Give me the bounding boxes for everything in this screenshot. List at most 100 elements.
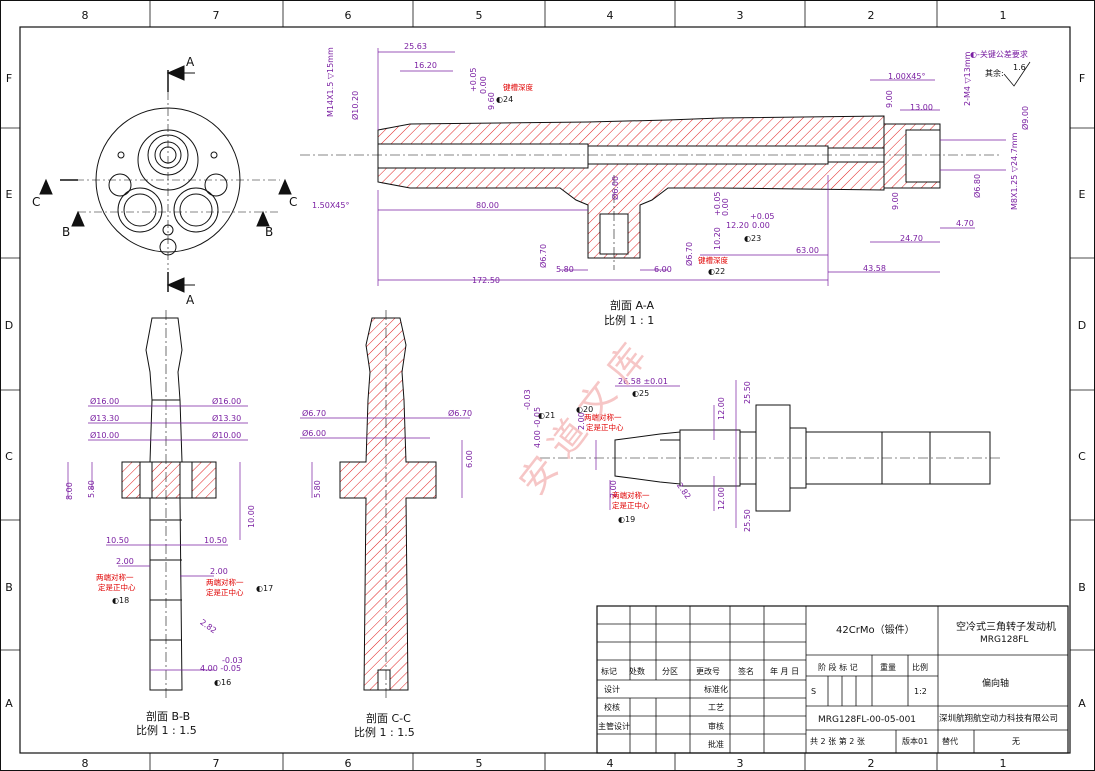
section-aa-shaft xyxy=(300,115,1000,270)
weight-label: 重量 xyxy=(880,662,896,672)
zone-top-3: 3 xyxy=(737,9,744,22)
mark-16: ◐16 xyxy=(214,678,231,687)
rev-header-zone: 分区 xyxy=(662,667,678,676)
section-bb-dims: Ø16.00 Ø16.00 Ø13.30 Ø13.30 Ø10.00 Ø10.0… xyxy=(65,396,273,687)
dim-bb-5-80: 5.80 xyxy=(87,480,96,498)
note-keyway-22: 键槽深度 xyxy=(698,255,728,265)
mark-17: ◐17 xyxy=(256,584,273,593)
note-det-a1: 两端对称一 xyxy=(584,412,622,422)
zone-left-B: B xyxy=(5,581,13,594)
zone-labels-bottom: 8 7 6 5 4 3 2 1 xyxy=(82,757,1007,770)
zone-labels-right: F E D C B A xyxy=(1078,72,1086,710)
dim-det-2-00b: 2.00 xyxy=(609,480,618,498)
process-label: 工艺 xyxy=(708,703,724,712)
note-bb-b2: 定是正中心 xyxy=(206,587,244,597)
zone-top-1: 1 xyxy=(1000,9,1007,22)
dim-chamfer-right: 1.00X45° xyxy=(888,72,925,81)
design-label: 设计 xyxy=(604,684,620,694)
dim-16-20: 16.20 xyxy=(414,61,437,70)
dim-det-12-00a: 12.00 xyxy=(717,397,726,420)
zone-left-A: A xyxy=(5,697,13,710)
section-letter-a-top: A xyxy=(186,55,195,69)
sheet-count: 共 2 张 第 2 张 xyxy=(810,736,865,746)
section-bb-shaft xyxy=(121,310,217,700)
zone-top-2: 2 xyxy=(868,9,875,22)
version: 版本01 xyxy=(902,736,928,746)
zone-right-D: D xyxy=(1078,319,1086,332)
roughness-value: 1.6 xyxy=(1013,63,1026,72)
dim-det-25-50a: 25.50 xyxy=(743,381,752,404)
zone-right-C: C xyxy=(1078,450,1086,463)
check-label: 校核 xyxy=(604,702,620,712)
dim-5-80: 5.80 xyxy=(556,265,574,274)
dim-43-58: 43.58 xyxy=(863,264,886,273)
dim-12-20: 12.20 xyxy=(726,221,749,230)
dim-cc-p600a: Ø6.00 xyxy=(302,428,326,438)
detail-view-shaft xyxy=(540,404,1000,512)
zone-left-E: E xyxy=(6,188,13,201)
zone-left-D: D xyxy=(5,319,13,332)
dim-det-26-58: 26.58 ±0.01 xyxy=(618,377,668,386)
zone-top-5: 5 xyxy=(476,9,483,22)
product-name: 空冷式三角转子发动机 xyxy=(956,620,1056,633)
dim-bb-tol-m: -0.03 xyxy=(222,656,243,665)
scale-value: 1:2 xyxy=(914,687,927,696)
section-letter-b-right: B xyxy=(265,225,273,239)
dim-cc-tol-v: 4.00 -0.05 xyxy=(533,407,542,448)
dim-bb-10-50b: 10.50 xyxy=(204,536,227,545)
note-det-b1: 两端对称一 xyxy=(612,490,650,500)
section-letter-c-left: C xyxy=(32,195,40,209)
rev-header-count: 处数 xyxy=(629,666,645,676)
dim-tol3-zero: 0.00 xyxy=(752,221,770,230)
mark-25: ◐25 xyxy=(632,389,649,398)
section-cc-shaft xyxy=(339,310,437,700)
dim-chamfer-left: 1.50X45° xyxy=(312,201,349,210)
section-cc-title: 剖面 C-C xyxy=(366,711,411,725)
dim-phi-6-70b: Ø6.70 xyxy=(684,242,694,266)
dim-10-20: 10.20 xyxy=(713,227,722,250)
mark-21: ◐21 xyxy=(538,411,555,420)
dim-4-70: 4.70 xyxy=(956,219,974,228)
dim-cc-5-80: 5.80 xyxy=(313,480,322,498)
dim-bb-p133a: Ø13.30 xyxy=(90,413,119,423)
zone-top-6: 6 xyxy=(345,9,352,22)
zone-bottom-8: 8 xyxy=(82,757,89,770)
dim-phi-9-00: Ø9.00 xyxy=(1020,106,1030,130)
company-name: 深圳航翔航空动力科技有限公司 xyxy=(939,713,1058,724)
zone-bottom-7: 7 xyxy=(213,757,220,770)
product-code: MRG128FL xyxy=(980,635,1028,645)
dim-bb-2-00b: 2.00 xyxy=(210,567,228,576)
dim-80-00: 80.00 xyxy=(476,201,499,210)
zone-right-F: F xyxy=(1079,72,1085,85)
dim-bb-8-00: 8.00 xyxy=(65,482,74,500)
dim-63-00: 63.00 xyxy=(796,246,819,255)
dim-phi-6-80: Ø6.80 xyxy=(972,174,982,198)
section-aa-dimlines xyxy=(377,48,1006,286)
dim-tol2-zero: 0.00 xyxy=(721,198,730,216)
dim-9-00b: 9.00 xyxy=(891,192,900,210)
mark-20: ◐20 xyxy=(576,405,593,414)
replace-value: 无 xyxy=(1012,737,1020,746)
rev-header-change: 更改号 xyxy=(696,666,720,676)
lead-label: 主管设计 xyxy=(598,721,630,731)
dim-phi-10-20: Ø10.20 xyxy=(350,91,360,120)
zone-bottom-3: 3 xyxy=(737,757,744,770)
note-keyway-24: 键槽深度 xyxy=(503,82,533,92)
dim-172-50: 172.50 xyxy=(472,276,500,285)
mark-18: ◐18 xyxy=(112,596,129,605)
front-view xyxy=(60,70,280,292)
note-bb-a1: 两端对称一 xyxy=(96,572,134,582)
dim-tol2-plus: +0.05 xyxy=(713,191,722,216)
dim-bb-p16a: Ø16.00 xyxy=(90,396,119,406)
std-label: 标准化 xyxy=(704,684,728,694)
dim-bb-10-50a: 10.50 xyxy=(106,536,129,545)
zone-bottom-5: 5 xyxy=(476,757,483,770)
dim-6-00b: 6.00 xyxy=(654,265,672,274)
section-aa-scale: 比例 1 : 1 xyxy=(604,313,654,327)
dim-24-70: 24.70 xyxy=(900,234,923,243)
zone-bottom-2: 2 xyxy=(868,757,875,770)
zone-top-4: 4 xyxy=(607,9,614,22)
material-label: 42CrMo（锻件） xyxy=(836,623,915,636)
dim-cc-p670a: Ø6.70 xyxy=(302,408,326,418)
